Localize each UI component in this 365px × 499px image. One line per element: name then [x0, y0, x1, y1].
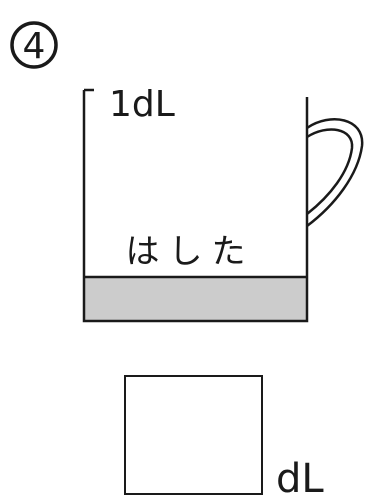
problem-number-circle [10, 21, 58, 69]
cup-handle-outer [306, 118, 364, 227]
answer-unit-label: dL [276, 456, 324, 499]
capacity-label: 1dL [109, 84, 175, 125]
answer-area: dL [124, 375, 324, 499]
cup-handle-inner [306, 128, 354, 215]
cup-body-outline [82, 90, 309, 323]
liquid-fill [84, 277, 307, 321]
problem-number-digit: 4 [23, 26, 46, 67]
fill-label: はした [126, 232, 255, 272]
answer-box[interactable] [124, 375, 263, 495]
measuring-cup: 1dL はした [82, 84, 364, 323]
problem-number: 4 [10, 21, 58, 69]
